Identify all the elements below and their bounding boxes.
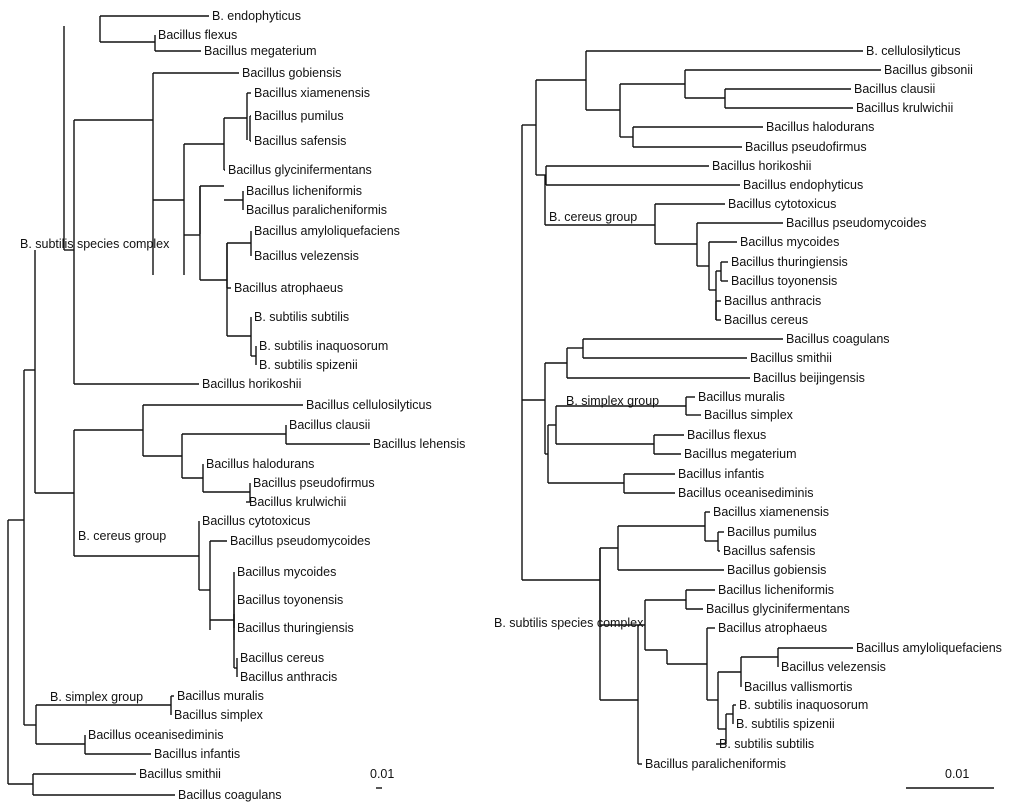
right-leaf-label: Bacillus gibsonii [884,63,973,77]
right-leaf-label: Bacillus pseudomycoides [786,216,926,230]
left-leaf-label: B. subtilis inaquosorum [259,339,388,353]
left-leaf-label: Bacillus mycoides [237,565,336,579]
left-leaf-label: Bacillus anthracis [240,670,337,684]
right-leaf-label: Bacillus horikoshii [712,159,811,173]
left-leaf-label: Bacillus simplex [174,708,264,722]
left-leaf-label: Bacillus pumilus [254,109,344,123]
right-leaf-label: B. subtilis inaquosorum [739,698,868,712]
left-scale-bar: 0.01 [370,767,394,789]
right-leaf-label: Bacillus gobiensis [727,563,826,577]
left-leaf-label: Bacillus coagulans [178,788,282,802]
right-leaf-label: Bacillus beijingensis [753,371,865,385]
right-leaf-label: Bacillus atrophaeus [718,621,827,635]
left-leaf-label: Bacillus smithii [139,767,221,781]
right-leaf-label: Bacillus clausii [854,82,935,96]
right-leaf-label: Bacillus simplex [704,408,794,422]
left-leaf-label: Bacillus paralicheniformis [246,203,387,217]
left-group-label-simplex: B. simplex group [50,690,143,704]
left-leaf-label: Bacillus pseudofirmus [253,476,375,490]
left-leaf-label: Bacillus amyloliquefaciens [254,224,400,238]
left-leaf-label: Bacillus infantis [154,747,240,761]
left-tree-branches [7,15,370,796]
left-leaf-label: Bacillus horikoshii [202,377,301,391]
right-leaf-label: B. subtilis spizenii [736,717,835,731]
left-leaf-label: Bacillus atrophaeus [234,281,343,295]
left-leaf-label: Bacillus gobiensis [242,66,341,80]
right-leaf-label: Bacillus infantis [678,467,764,481]
right-leaf-label: Bacillus safensis [723,544,815,558]
left-leaf-label: Bacillus pseudomycoides [230,534,370,548]
right-leaf-label: Bacillus pumilus [727,525,817,539]
right-leaf-label: Bacillus krulwichii [856,101,953,115]
right-group-label-cereus: B. cereus group [549,210,637,224]
left-leaf-label: Bacillus velezensis [254,249,359,263]
left-leaf-label: Bacillus halodurans [206,457,314,471]
left-group-label-subtilis: B. subtilis species complex [20,237,170,251]
left-leaf-label: Bacillus licheniformis [246,184,362,198]
right-tree-branches [521,50,881,765]
left-leaf-label: Bacillus lehensis [373,437,465,451]
right-leaf-label: Bacillus flexus [687,428,766,442]
left-leaf-label: Bacillus thuringiensis [237,621,354,635]
right-leaf-label: Bacillus licheniformis [718,583,834,597]
right-leaf-label: Bacillus anthracis [724,294,821,308]
left-leaf-label: B. endophyticus [212,9,301,23]
right-leaf-label: Bacillus oceanisediminis [678,486,813,500]
right-leaf-label: Bacillus muralis [698,390,785,404]
right-leaf-label: Bacillus paralicheniformis [645,757,786,771]
right-leaf-label: Bacillus vallismortis [744,680,852,694]
left-leaf-label: Bacillus cereus [240,651,324,665]
right-leaf-label: Bacillus halodurans [766,120,874,134]
right-leaf-label: Bacillus pseudofirmus [745,140,867,154]
left-leaf-label: Bacillus safensis [254,134,346,148]
right-leaf-label: Bacillus xiamenensis [713,505,829,519]
right-leaf-label: B. subtilis subtilis [719,737,814,751]
right-group-label-simplex: B. simplex group [566,394,659,408]
right-leaf-label: Bacillus coagulans [786,332,890,346]
right-leaf-label: Bacillus thuringiensis [731,255,848,269]
left-leaf-label: Bacillus clausii [289,418,370,432]
left-leaf-label: Bacillus muralis [177,689,264,703]
right-group-label-subtilis: B. subtilis species complex [494,616,644,630]
left-leaf-label: Bacillus oceanisediminis [88,728,223,742]
right-leaf-label: Bacillus toyonensis [731,274,837,288]
right-leaf-label: Bacillus cereus [724,313,808,327]
right-leaf-label: Bacillus amyloliquefaciens [856,641,1002,655]
right-leaf-label: B. cellulosilyticus [866,44,960,58]
left-leaf-label: Bacillus xiamenensis [254,86,370,100]
left-leaf-label: Bacillus cellulosilyticus [306,398,432,412]
right-leaf-label: Bacillus endophyticus [743,178,863,192]
left-leaf-label: Bacillus glycinifermentans [228,163,372,177]
left-leaf-label: Bacillus toyonensis [237,593,343,607]
left-group-label-cereus: B. cereus group [78,529,166,543]
right-leaf-label: Bacillus cytotoxicus [728,197,836,211]
right-leaf-label: Bacillus megaterium [684,447,797,461]
left-leaf-label: B. subtilis subtilis [254,310,349,324]
left-leaf-label: B. subtilis spizenii [259,358,358,372]
right-leaf-label: Bacillus glycinifermentans [706,602,850,616]
right-leaf-label: Bacillus velezensis [781,660,886,674]
right-leaf-label: Bacillus smithii [750,351,832,365]
right-scale-bar: 0.01 [906,767,994,789]
left-leaf-label: Bacillus megaterium [204,44,317,58]
left-leaf-label: Bacillus cytotoxicus [202,514,310,528]
left-leaf-label: Bacillus flexus [158,28,237,42]
left-leaf-label: Bacillus krulwichii [249,495,346,509]
right-leaf-label: Bacillus mycoides [740,235,839,249]
right-scale-bar-label: 0.01 [945,767,969,781]
left-scale-bar-label: 0.01 [370,767,394,781]
